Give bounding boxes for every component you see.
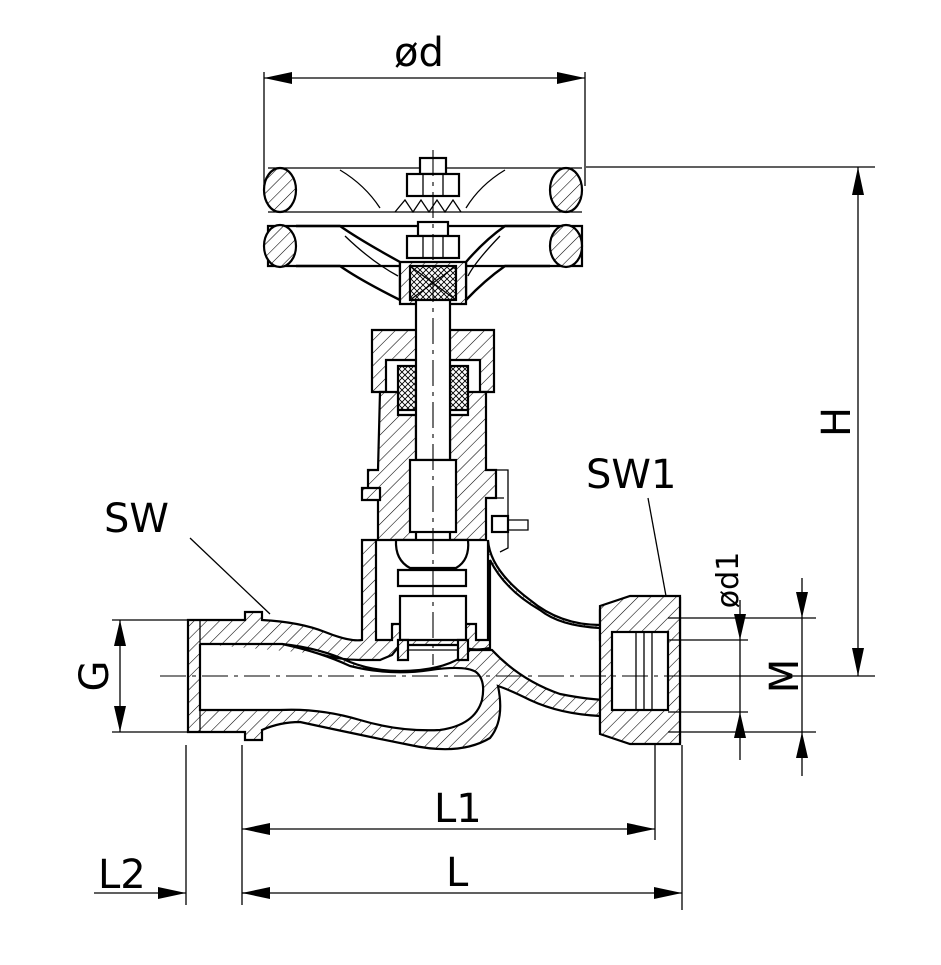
dimension-thread-g: G — [72, 619, 188, 733]
valve-body — [186, 538, 682, 751]
dimension-height: H — [586, 166, 875, 677]
label-wrench-size: SW — [104, 496, 169, 542]
label-length-1: L1 — [434, 786, 482, 832]
dimension-length-2: L2 — [94, 852, 262, 899]
label-wrench-size-1: SW1 — [586, 452, 676, 498]
label-bore-diameter: ød1 — [711, 552, 746, 608]
dimension-length: L — [185, 745, 683, 910]
handwheel-upper-position — [262, 156, 584, 214]
label-handwheel-diameter: ød — [394, 30, 444, 76]
label-metric-thread: M — [762, 659, 808, 694]
label-thread: G — [72, 661, 118, 692]
label-length-2: L2 — [98, 852, 146, 898]
dimension-bore-and-metric: ød1 M — [668, 552, 816, 776]
handwheel — [262, 220, 584, 306]
leader-wrench-size: SW — [104, 496, 271, 615]
leader-wrench-size-1: SW1 — [586, 452, 676, 597]
dimension-handwheel-diameter: ød — [263, 30, 586, 186]
bonnet — [360, 298, 529, 553]
label-height: H — [814, 407, 860, 437]
label-length: L — [446, 850, 469, 896]
dimension-length-1: L1 — [241, 745, 656, 905]
